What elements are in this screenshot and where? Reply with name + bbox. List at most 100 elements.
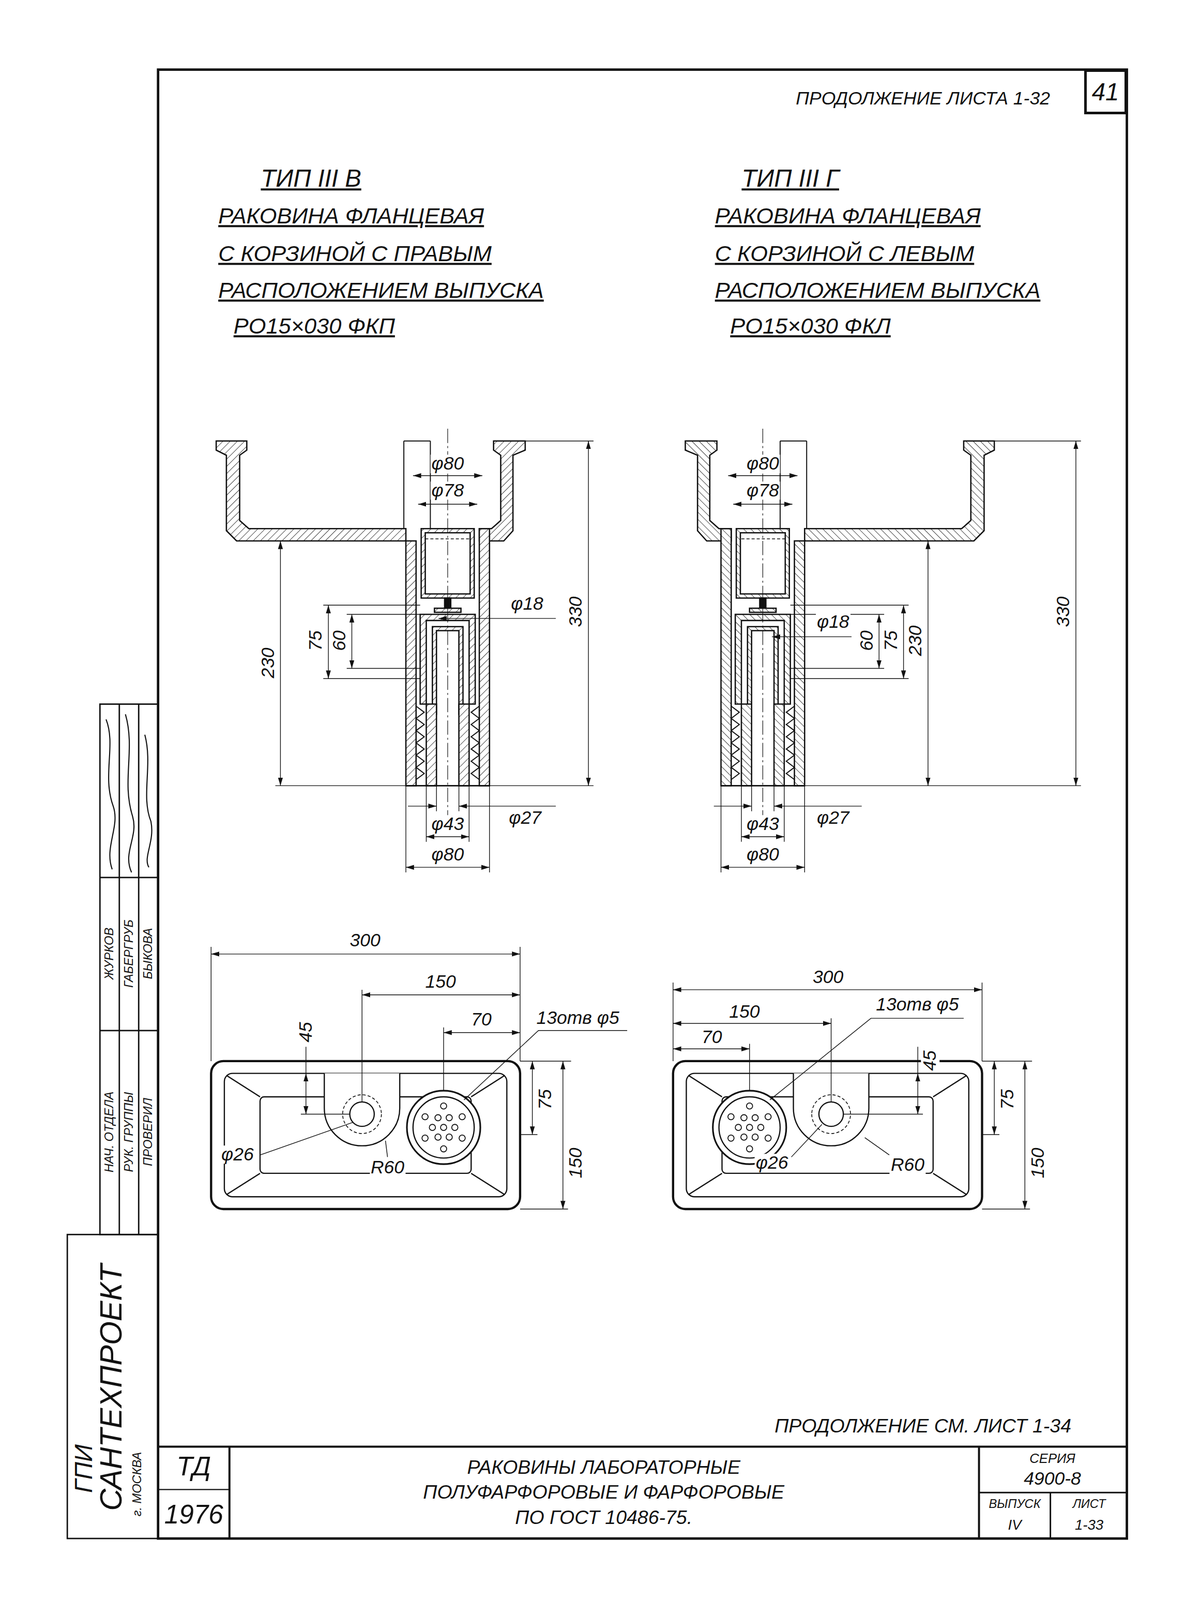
dimension-lines — [210, 441, 1082, 1209]
sink-plan — [226, 1173, 261, 1195]
approval-table-cell: ЖУРКОВ — [103, 926, 116, 981]
type-heading: РАСПОЛОЖЕНИЕМ ВЫПУСКА — [713, 279, 1042, 302]
dimension-value: φ78 — [430, 481, 466, 500]
dimension-lines — [993, 1060, 995, 1135]
title-block-cell: ВЫПУСК — [988, 1498, 1042, 1511]
dimension-lines — [520, 1060, 572, 1061]
dimension-lines — [773, 805, 862, 807]
type-heading: ТИП III Г — [740, 166, 841, 191]
dimension-lines — [459, 805, 556, 807]
dimension-lines — [749, 1043, 750, 1091]
type-heading: РАСПОЛОЖЕНИЕМ ВЫПУСКА — [217, 279, 545, 302]
approval-table — [144, 734, 152, 868]
dimension-value: 230 — [259, 646, 278, 679]
dimension-lines — [426, 836, 469, 837]
dimension-value: φ26 — [220, 1145, 255, 1164]
dimension-lines — [830, 1018, 832, 1102]
dimension-value: 300 — [348, 931, 382, 950]
dimension-lines — [468, 785, 470, 842]
sheet-frame — [158, 69, 1128, 1539]
sink-section — [403, 441, 405, 529]
sink-plan — [434, 1114, 442, 1121]
dimension-value: 150 — [423, 973, 457, 992]
sheet-frame — [158, 69, 1128, 1539]
dimension-lines — [878, 614, 880, 669]
dimension-value: φ80 — [745, 845, 781, 864]
dimension-value: 45 — [296, 1020, 316, 1044]
sheet-frame — [979, 1491, 1128, 1494]
dimension-lines — [210, 953, 521, 954]
sink-plan — [434, 1133, 442, 1141]
dimension-value: 75 — [536, 1088, 556, 1112]
dimension-lines — [405, 785, 406, 873]
dimension-lines — [790, 604, 909, 606]
dimension-lines — [525, 440, 594, 442]
type-heading: С КОРЗИНОЙ С ЛЕВЫМ — [713, 242, 976, 265]
dimension-lines — [346, 667, 421, 669]
approval-table — [105, 719, 115, 870]
dimension-lines — [346, 613, 421, 615]
dimension-lines — [769, 1018, 964, 1100]
approval-table — [99, 704, 158, 1235]
dimension-lines — [413, 475, 483, 476]
sink-plan — [421, 1113, 429, 1120]
dimension-lines — [981, 982, 983, 1061]
sheet-note: ПРОДОЛЖЕНИЕ СМ. ЛИСТ 1-34 — [773, 1416, 1073, 1436]
dimension-lines — [673, 1048, 750, 1050]
dimension-value: 60 — [857, 629, 877, 652]
dimension-lines — [405, 866, 490, 868]
sheet-number-box: 41 — [1084, 69, 1128, 115]
dimension-lines — [741, 836, 785, 837]
sink-plan — [429, 1123, 436, 1131]
approval-table-cell: БЫКОВА — [142, 927, 155, 981]
dimension-lines — [727, 475, 798, 476]
sheet-note: ПРОДОЛЖЕНИЕ ЛИСТА 1-32 — [794, 89, 1052, 109]
dimension-lines — [489, 785, 490, 873]
sink-plan — [421, 1134, 429, 1142]
sink-plan — [440, 1145, 447, 1152]
dimension-lines — [458, 785, 460, 811]
dimension-value: φ80 — [430, 845, 466, 864]
dimension-lines — [903, 604, 904, 679]
dimension-lines — [305, 1073, 307, 1115]
title-block-cell: 1-33 — [1073, 1517, 1105, 1532]
dimension-value: 13отв φ5 — [535, 1008, 621, 1028]
sink-plan — [226, 1075, 261, 1097]
dimension-value: 150 — [727, 1002, 761, 1022]
sink-section — [479, 441, 526, 541]
sink-section — [405, 540, 417, 786]
sink-plan — [459, 1113, 466, 1120]
sink-plan — [451, 1123, 459, 1131]
dimension-lines — [804, 785, 1082, 786]
dimension-value: φ43 — [430, 814, 466, 834]
dimension-lines — [790, 667, 885, 669]
dimension-lines — [280, 540, 281, 786]
dimension-value: 150 — [1028, 1146, 1048, 1179]
title-block-cell: 4900-8 — [1022, 1469, 1083, 1488]
approval-table-cell: НАЧ. ОТДЕЛА — [103, 1090, 116, 1174]
dimension-lines — [426, 785, 427, 842]
sink-plan — [471, 1173, 505, 1195]
title-block-cell: 1976 — [163, 1500, 225, 1528]
dimension-lines — [791, 1123, 823, 1157]
dimension-lines — [672, 982, 674, 1061]
title-block-cell: ЛИСТ — [1071, 1498, 1107, 1511]
dimension-lines — [323, 678, 420, 679]
dimension-value: 13отв φ5 — [874, 995, 960, 1014]
type-heading: РАКОВИНА ФЛАНЦЕВАЯ — [713, 204, 982, 227]
dimension-lines — [673, 1022, 832, 1024]
title-block-cell: ТД — [175, 1453, 212, 1480]
sink-plan — [440, 1123, 447, 1131]
type-heading: С КОРЗИНОЙ С ПРАВЫМ — [217, 242, 493, 265]
dimension-value: 75 — [998, 1088, 1017, 1112]
sink-plan — [446, 1114, 453, 1121]
dimension-lines — [1024, 1060, 1026, 1209]
dimension-value: 70 — [469, 1010, 493, 1030]
dimension-value: φ78 — [745, 481, 781, 500]
type-heading: РО15×030 ФКЛ — [728, 314, 892, 338]
sink-section — [416, 706, 425, 780]
dimension-lines — [361, 989, 363, 1102]
dimension-lines — [981, 1133, 1000, 1135]
dimension-lines — [361, 994, 521, 995]
dimension-lines — [443, 1031, 521, 1033]
